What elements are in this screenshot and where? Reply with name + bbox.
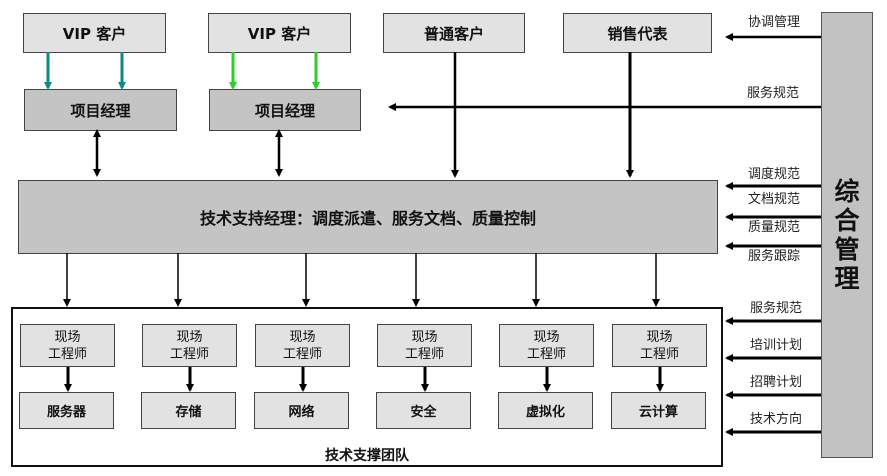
- service-area-box: 云计算: [611, 392, 706, 429]
- engineer-line-2: 工程师: [169, 346, 209, 362]
- general-management-label: 综合管理: [834, 177, 860, 293]
- engineer-line-2: 工程师: [404, 346, 444, 362]
- sales-rep-box: 销售代表: [563, 13, 712, 53]
- engineer-line-1: 现场: [289, 329, 316, 345]
- flow-label-training-plan: 培训计划: [750, 338, 803, 353]
- engineer-line-2: 工程师: [282, 346, 322, 362]
- flow-label-dispatch-norm: 调度规范: [748, 167, 801, 182]
- service-area-box: 存储: [141, 392, 236, 429]
- project-manager-box-1: 项目经理: [24, 89, 177, 131]
- tech-support-manager-bar: 技术支持经理：调度派遣、服务文档、质量控制: [18, 180, 718, 254]
- field-engineer-box: 现场工程师: [142, 324, 237, 367]
- engineer-line-1: 现场: [54, 329, 81, 345]
- engineer-line-2: 工程师: [639, 346, 679, 362]
- flow-label-document-norm: 文档规范: [748, 192, 801, 207]
- flow-label-coordination: 协调管理: [748, 15, 801, 30]
- general-management-bar: 综合管理: [821, 12, 873, 458]
- engineer-line-1: 现场: [646, 329, 673, 345]
- field-engineer-box: 现场工程师: [499, 324, 594, 367]
- flow-label-quality-norm: 质量规范: [748, 220, 801, 235]
- field-engineer-box: 现场工程师: [255, 324, 350, 367]
- project-manager-box-2: 项目经理: [209, 89, 361, 131]
- vip-customer-box-2: VIP 客户: [208, 13, 351, 53]
- vip-customer-box-1: VIP 客户: [23, 13, 166, 53]
- service-area-box: 网络: [254, 392, 349, 429]
- service-area-box: 安全: [376, 392, 471, 429]
- engineer-line-1: 现场: [411, 329, 438, 345]
- engineer-line-2: 工程师: [47, 346, 87, 362]
- field-engineer-box: 现场工程师: [377, 324, 472, 367]
- flow-label-service-norm: 服务规范: [747, 86, 800, 101]
- tech-support-team-container: 技术支撑团队: [11, 307, 723, 467]
- engineer-line-1: 现场: [176, 329, 203, 345]
- service-area-box: 虚拟化: [498, 392, 593, 429]
- team-title: 技术支撑团队: [325, 448, 409, 464]
- flow-label-tech-direction: 技术方向: [750, 412, 803, 427]
- field-engineer-box: 现场工程师: [612, 324, 707, 367]
- engineer-line-2: 工程师: [526, 346, 566, 362]
- engineer-line-1: 现场: [533, 329, 560, 345]
- flow-label-team-service-norm: 服务规范: [750, 301, 803, 316]
- field-engineer-box: 现场工程师: [20, 324, 115, 367]
- flow-label-recruitment-plan: 招聘计划: [750, 375, 803, 390]
- service-area-box: 服务器: [19, 392, 114, 429]
- flow-label-service-tracking: 服务跟踪: [748, 249, 801, 264]
